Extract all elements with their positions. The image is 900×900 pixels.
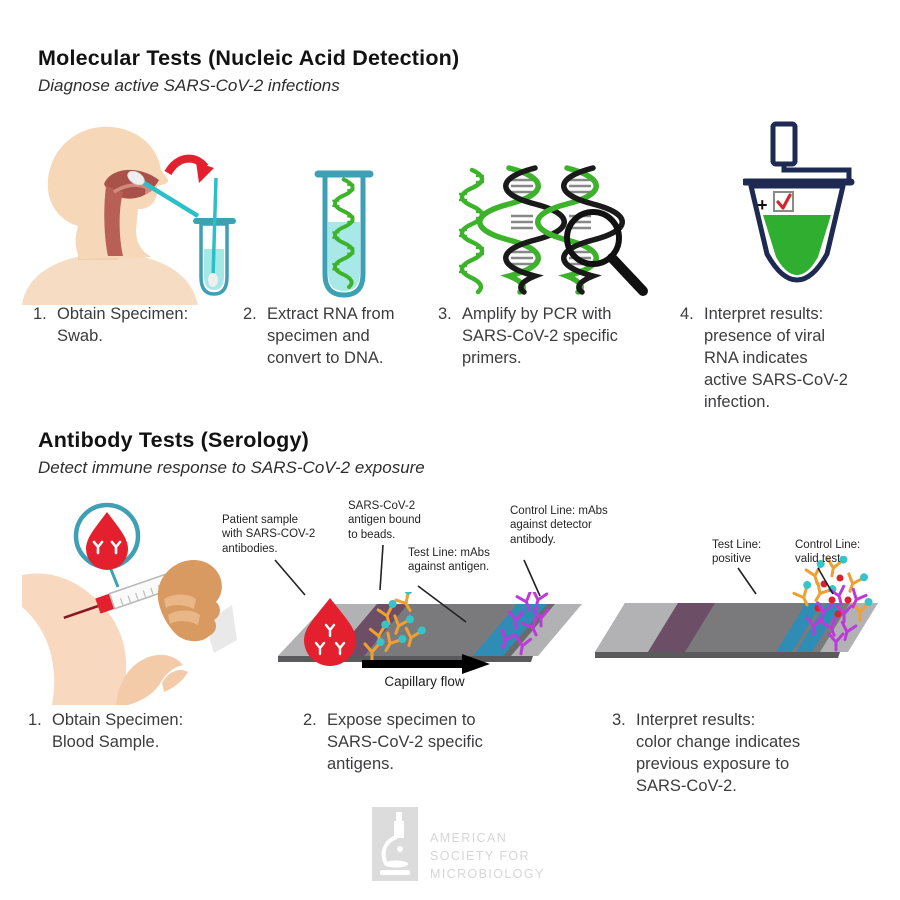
result-strip-illustration <box>595 556 878 658</box>
antibody-step-2: 2. Expose specimen to SARS-CoV-2 specifi… <box>303 710 513 776</box>
leader-control-line-result <box>817 567 834 595</box>
step-number: 3. <box>612 711 626 729</box>
thumb-shape <box>162 670 188 692</box>
tube-lid <box>770 121 798 167</box>
swab-stick <box>139 179 200 218</box>
microscope-icon <box>380 812 410 875</box>
magnifier-handle <box>607 253 648 296</box>
asm-org-name: AMERICAN SOCIETY FOR MICROBIOLOGY <box>430 831 545 881</box>
step-text: Expose specimen to SARS-CoV-2 specific a… <box>327 711 483 773</box>
step-number: 1. <box>28 711 42 729</box>
finger <box>168 610 200 625</box>
leader-test-line <box>417 585 467 623</box>
nasal-swab-illustration <box>22 126 236 305</box>
capillary-flow-label: Capillary flow <box>384 674 465 689</box>
needle <box>63 604 99 620</box>
antibody-step-1: 1. Obtain Specimen: Blood Sample. <box>28 710 218 754</box>
rna-strand <box>459 170 484 292</box>
blood-drop <box>86 512 128 570</box>
dna-helix <box>538 168 623 292</box>
magnifier-icon <box>564 209 622 267</box>
swab-tip <box>127 170 145 186</box>
callout-patient-sample: Patient sample with SARS-COV-2 antibodie… <box>222 514 316 555</box>
test-tube <box>322 175 366 298</box>
step-text: Obtain Specimen: Swab. <box>57 305 189 345</box>
molecular-step-2: 2. Extract RNA from specimen and convert… <box>243 304 418 370</box>
swab-in-tube <box>211 177 218 279</box>
conjugate-pad-purple <box>648 603 715 652</box>
callout-test-line-result: Test Line: positive <box>712 539 762 566</box>
step-text: Obtain Specimen: Blood Sample. <box>52 711 184 751</box>
lid-strap <box>781 164 852 180</box>
molecular-section-subtitle: Diagnose active SARS-CoV-2 infections <box>38 76 340 95</box>
capillary-flow-arrow <box>362 654 490 674</box>
step-text: Extract RNA from specimen and convert to… <box>267 305 395 367</box>
antibody-section-subtitle: Detect immune response to SARS-CoV-2 exp… <box>38 458 425 477</box>
asm-logo <box>372 807 418 881</box>
shoulders-shape <box>22 256 198 305</box>
antibody-y-glyphs <box>92 540 122 555</box>
step-text: Amplify by PCR with SARS-CoV-2 specific … <box>462 305 618 367</box>
callout-leader-lines <box>274 544 834 623</box>
magnifier-pointer <box>108 566 120 588</box>
step-number: 1. <box>33 305 47 323</box>
strip-edge <box>595 652 840 658</box>
step-number: 2. <box>303 711 317 729</box>
test-line-blue <box>473 604 547 656</box>
control-line-blue <box>796 603 842 652</box>
step-number: 4. <box>680 305 694 323</box>
leader-patient-sample <box>274 559 306 596</box>
molecular-step-1: 1. Obtain Specimen: Swab. <box>33 304 208 348</box>
callout-control-line: Control Line: mAbs against detector anti… <box>510 505 608 546</box>
absorbent-pad <box>511 604 582 656</box>
result-tube-illustration: + <box>743 121 855 283</box>
lateral-flow-strip-illustration <box>278 592 582 666</box>
sleeve-cuff <box>205 605 237 653</box>
antibody-y-glyphs <box>314 623 346 656</box>
leader-test-line-result <box>737 567 757 595</box>
antibody-section-title: Antibody Tests (Serology) <box>38 428 309 452</box>
pcr-amplification-illustration <box>445 150 648 296</box>
molecular-section-title: Molecular Tests (Nucleic Acid Detection) <box>38 46 460 70</box>
throat-shape <box>104 186 123 256</box>
molecular-step-4: 4. Interpret results: presence of viral … <box>680 304 870 414</box>
dna-helix <box>480 168 565 292</box>
finger <box>164 594 196 609</box>
molecular-step-3: 3. Amplify by PCR with SARS-CoV-2 specif… <box>438 304 638 370</box>
leader-antigen-beads <box>379 544 384 591</box>
step-number: 2. <box>243 305 257 323</box>
test-line-blue <box>776 603 822 652</box>
callout-test-line: Test Line: mAbs against antigen. <box>408 547 490 574</box>
callout-control-line-result: Control Line: valid test <box>795 539 861 566</box>
leader-control-line <box>523 559 541 597</box>
step-text: Interpret results: presence of viral RNA… <box>704 305 848 411</box>
step-number: 3. <box>438 305 452 323</box>
blood-hub <box>95 593 115 614</box>
result-antibody-cluster <box>789 556 874 652</box>
sample-pad <box>595 603 678 652</box>
step-text: Interpret results: color change indicate… <box>636 711 801 795</box>
checkmark-icon <box>776 193 792 210</box>
plus-sign: + <box>757 195 768 215</box>
open-palm-shape <box>116 654 183 705</box>
green-result-liquid <box>763 215 831 275</box>
blood-draw-illustration <box>22 502 237 705</box>
callout-antigen-beads: SARS-CoV-2 antigen bound to beads. <box>348 500 421 541</box>
rna-extraction-tube-illustration <box>314 170 374 298</box>
antibody-step-3: 3. Interpret results: color change indic… <box>612 710 842 798</box>
